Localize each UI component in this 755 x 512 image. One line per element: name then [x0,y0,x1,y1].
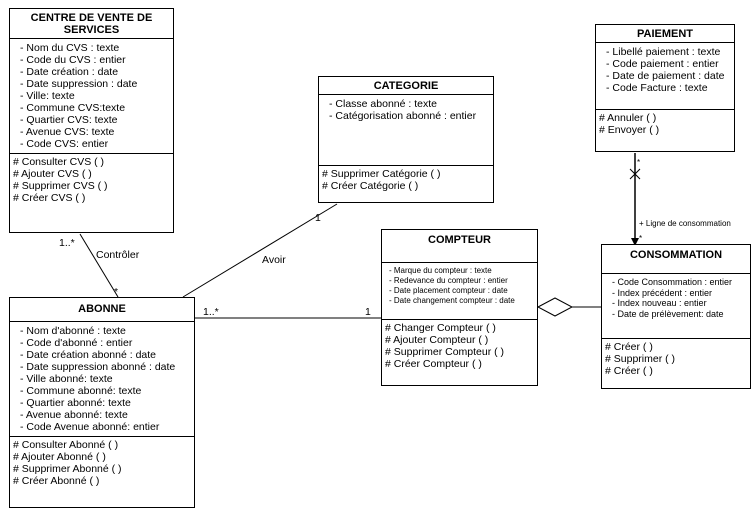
class-cvs-operation-row: # Créer CVS ( ) [13,192,86,204]
class-paiement-attribute-row: - Libellé paiement : texte [606,46,721,58]
avoir-line [182,203,338,298]
class-abonne-operation-row: # Supprimer Abonné ( ) [13,463,122,475]
class-paiement-name: PAIEMENT [636,28,694,40]
class-compteur-attribute-row: - Redevance du compteur : entier [389,276,508,285]
class-categorie-attributes: - Classe abonné : texte- Catégorisation … [319,94,493,165]
avoir-label: Avoir [262,254,286,266]
class-compteur-name: COMPTEUR [428,234,491,246]
class-cvs-attribute-row: - Code du CVS : entier [20,54,126,66]
class-cvs-attributes: - Nom du CVS : texte- Code du CVS : enti… [10,38,173,153]
navigability-cross-2 [629,168,641,180]
class-abonne: ABONNE - Nom d'abonné : texte- Code d'ab… [9,297,195,508]
class-paiement-operations: # Annuler ( )# Envoyer ( ) [596,109,734,138]
class-abonne-operation-row: # Consulter Abonné ( ) [13,439,119,451]
class-cvs-attribute-row: - Avenue CVS: texte [20,126,115,138]
class-compteur-operations: # Changer Compteur ( )# Ajouter Compteur… [382,319,537,372]
class-compteur: COMPTEUR - Marque du compteur : texte- R… [381,229,538,386]
controler-mult-cvs: 1..* [59,237,75,249]
class-consommation-attributes: - Code Consommation : entier- Index préc… [602,273,750,338]
class-cvs-attribute-row: - Date suppression : date [20,78,138,90]
aggregation-diamond [536,297,574,317]
arrow-head [631,238,639,246]
class-abonne-attribute-row: - Code d'abonné : entier [20,337,133,349]
class-abonne-attribute-row: - Nom d'abonné : texte [20,325,126,337]
abonne-compteur-mult-abonne: 1..* [203,306,219,318]
ligne-mult-consommation: * [639,234,643,243]
class-categorie-attribute-row: - Classe abonné : texte [329,98,437,110]
class-consommation-operation-row: # Supprimer ( ) [605,353,676,365]
class-cvs-operation-row: # Consulter CVS ( ) [13,156,105,168]
class-compteur-attribute-row: - Date changement compteur : date [389,296,515,305]
class-paiement-attribute-row: - Code Facture : texte [606,82,708,94]
class-cvs-operation-row: # Supprimer CVS ( ) [13,180,108,192]
class-cvs-attribute-row: - Nom du CVS : texte [20,42,120,54]
class-consommation-attribute-row: - Index précédent : entier [612,287,713,298]
class-paiement-attributes: - Libellé paiement : texte- Code paiemen… [596,42,734,109]
class-abonne-operations: # Consulter Abonné ( )# Ajouter Abonné (… [10,436,194,489]
class-cvs-attribute-row: - Commune CVS:texte [20,102,126,114]
class-compteur-operation-row: # Supprimer Compteur ( ) [385,346,505,358]
ligne-consommation-label: + Ligne de consommation [639,219,731,228]
class-consommation-attribute-row: - Index nouveau : entier [612,298,707,309]
class-abonne-attribute-row: - Date suppression abonné : date [20,361,176,373]
controler-label: Contrôler [96,249,140,261]
class-paiement-attribute-row: - Code paiement : entier [606,58,719,70]
class-cvs-operation-row: # Ajouter CVS ( ) [13,168,92,180]
class-categorie-attribute-row: - Catégorisation abonné : entier [329,110,477,122]
class-paiement-attribute-row: - Date de paiement : date [606,70,725,82]
class-categorie-operation-row: # Créer Catégorie ( ) [322,180,419,192]
class-categorie-operations: # Supprimer Catégorie ( )# Créer Catégor… [319,165,493,194]
class-abonne-name: ABONNE [78,303,126,315]
class-abonne-attribute-row: - Ville abonné: texte [20,373,113,385]
class-cvs-attribute-row: - Date création : date [20,66,119,78]
class-consommation-name: CONSOMMATION [629,249,723,261]
class-cvs-attribute-row: - Ville: texte [20,90,75,102]
class-consommation-operation-row: # Créer ( ) [605,341,653,353]
class-abonne-operation-row: # Créer Abonné ( ) [13,475,100,487]
class-consommation-operation-row: # Créer ( ) [605,365,653,377]
class-abonne-attribute-row: - Quartier abonné: texte [20,397,131,409]
class-compteur-operation-row: # Changer Compteur ( ) [385,322,496,334]
class-abonne-operation-row: # Ajouter Abonné ( ) [13,451,106,463]
class-compteur-operation-row: # Créer Compteur ( ) [385,358,482,370]
class-consommation-attribute-row: - Code Consommation : entier [612,277,733,287]
class-abonne-attribute-row: - Commune abonné: texte [20,385,142,397]
class-consommation-attribute-row: - Date de prélèvement: date [612,308,724,319]
class-abonne-attribute-row: - Date création abonné : date [20,349,157,361]
class-cvs: CENTRE DE VENTE DE SERVICES - Nom du CVS… [9,8,174,233]
controler-mult-abonne: * [114,286,119,298]
class-compteur-attribute-row: - Marque du compteur : texte [389,266,492,275]
class-compteur-operation-row: # Ajouter Compteur ( ) [385,334,489,346]
class-paiement-operation-row: # Annuler ( ) [599,112,657,124]
class-compteur-attribute-row: - Date placement compteur : date [389,286,508,295]
class-cvs-operations: # Consulter CVS ( )# Ajouter CVS ( )# Su… [10,153,173,206]
class-cvs-name: CENTRE DE VENTE DE SERVICES [30,12,153,36]
abonne-compteur-mult-compteur: 1 [365,306,371,318]
class-categorie-name: CATEGORIE [373,80,439,92]
class-paiement-operation-row: # Envoyer ( ) [599,124,660,136]
avoir-mult-categorie: 1 [315,212,321,224]
class-abonne-attribute-row: - Avenue abonné: texte [20,409,128,421]
class-paiement: PAIEMENT - Libellé paiement : texte- Cod… [595,24,735,152]
ligne-mult-paiement: * [637,158,641,167]
class-abonne-attributes: - Nom d'abonné : texte- Code d'abonné : … [10,321,194,436]
class-compteur-attributes: - Marque du compteur : texte- Redevance … [382,262,537,319]
class-categorie: CATEGORIE - Classe abonné : texte- Catég… [318,76,494,203]
class-categorie-operation-row: # Supprimer Catégorie ( ) [322,168,441,180]
class-consommation: CONSOMMATION - Code Consommation : entie… [601,244,751,389]
class-cvs-attribute-row: - Code CVS: entier [20,138,109,150]
controler-line [79,233,119,298]
class-abonne-attribute-row: - Code Avenue abonné: entier [20,421,160,433]
class-cvs-attribute-row: - Quartier CVS: texte [20,114,118,126]
class-consommation-operations: # Créer ( )# Supprimer ( )# Créer ( ) [602,338,750,379]
